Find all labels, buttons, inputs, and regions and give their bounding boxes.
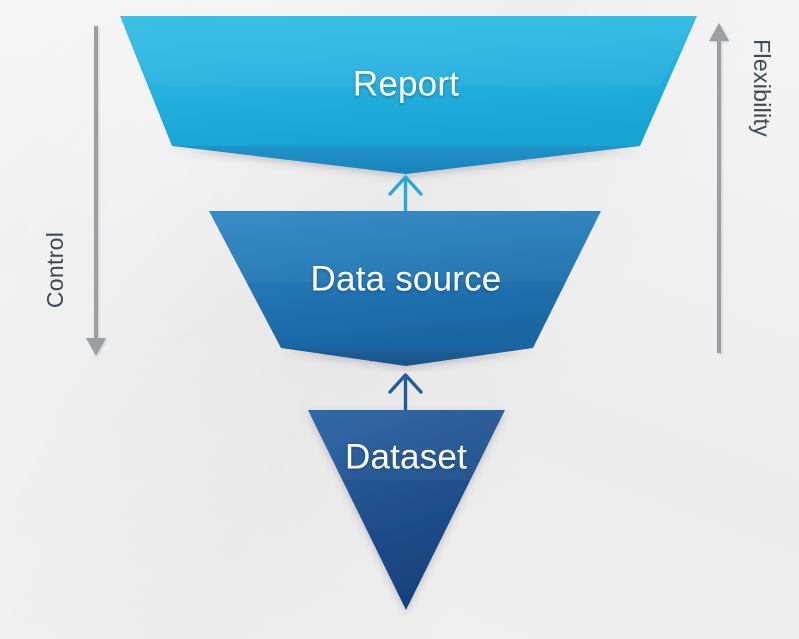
data-source-fold: [281, 347, 533, 364]
dataset-label: Dataset: [345, 437, 467, 476]
connector-dataset-to-data-source: [388, 373, 423, 411]
data-source-label: Data source: [311, 259, 502, 298]
control-axis-label: Control: [42, 232, 68, 308]
funnel-stage-data-source[interactable]: Data source: [209, 211, 601, 366]
flexibility-axis-label: Flexibility: [749, 39, 775, 137]
data-source-body: [209, 211, 601, 348]
report-fold: [172, 145, 640, 172]
connector-data-source-to-report: [388, 175, 423, 212]
report-body: [120, 16, 697, 146]
control-axis-arrowhead-down: [86, 338, 106, 356]
report-highlight: [120, 16, 697, 86]
report-label: Report: [353, 64, 459, 103]
data-source-highlight: [209, 211, 601, 282]
funnel-stage-dataset[interactable]: Dataset: [308, 410, 505, 610]
funnel-stage-report[interactable]: Report: [120, 16, 697, 174]
flexibility-axis-arrowhead-up: [709, 23, 729, 41]
dataset-body: [308, 410, 505, 610]
flexibility-axis: [709, 23, 729, 353]
control-axis: [86, 26, 106, 356]
